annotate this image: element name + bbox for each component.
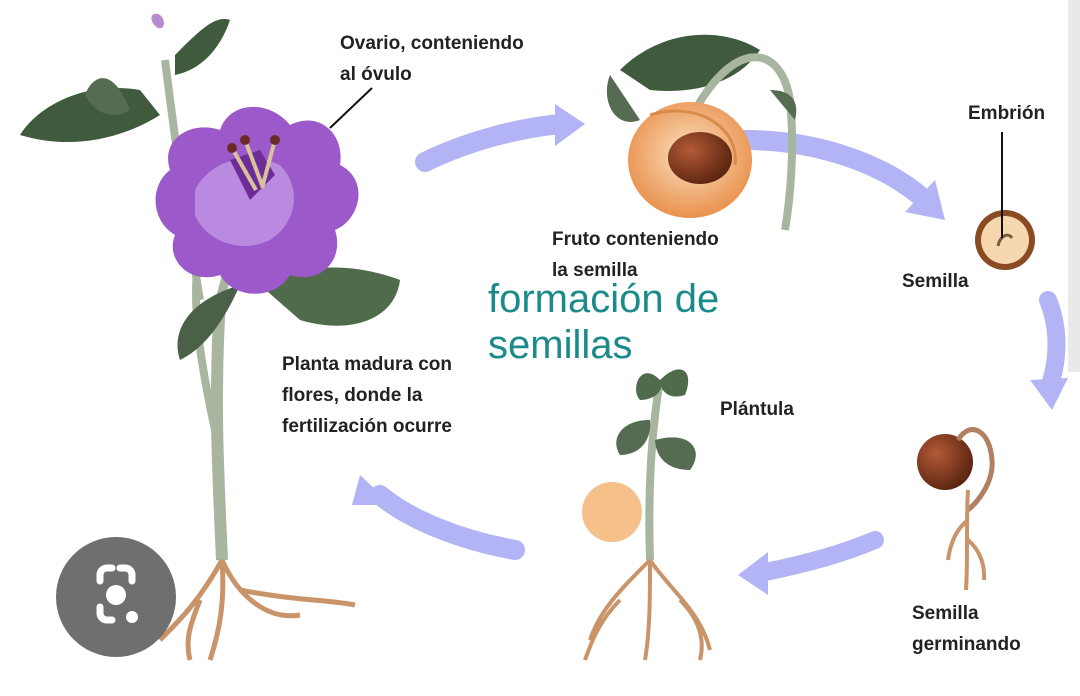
germinating-seed-label: Semilla germinando [912,603,1021,655]
seed-label: Semilla [902,271,969,292]
seed-icon [668,132,732,184]
seed-illustration [975,210,1035,270]
mature-plant-label: Planta madura con flores, donde la ferti… [282,354,452,437]
arrow-head-4 [738,552,768,595]
fruit-label: Fruto conteniendo la semilla [552,229,719,281]
ovary-pointer [329,87,373,129]
arrow-head-5 [352,475,392,505]
ovary-label: Ovario, conteniendo al óvulo [340,33,524,85]
arrow-germinating-to-seedling [756,531,884,581]
google-lens-button[interactable] [56,537,176,657]
arrow-head-2 [905,180,945,220]
seedling-label: Plántula [720,399,794,420]
edge-bar [1068,0,1080,372]
flower-icon [155,106,359,294]
fruit-illustration [606,34,797,231]
arrow-flower-to-fruit [415,114,570,172]
diagram-title: formación de semillas [488,277,720,367]
embryo-label: Embrión [968,103,1046,124]
seedling-illustration [582,369,712,661]
mature-plant-illustration [20,13,400,661]
arrow-fruit-to-seed [735,130,935,210]
germinating-seed-illustration [917,427,995,591]
arrow-head-3 [1030,378,1068,410]
google-lens-icon [96,564,138,624]
arrow-head-1 [555,104,585,146]
arrow-seed-to-germinating [1039,291,1066,394]
arrow-seedling-to-plant [370,485,525,560]
